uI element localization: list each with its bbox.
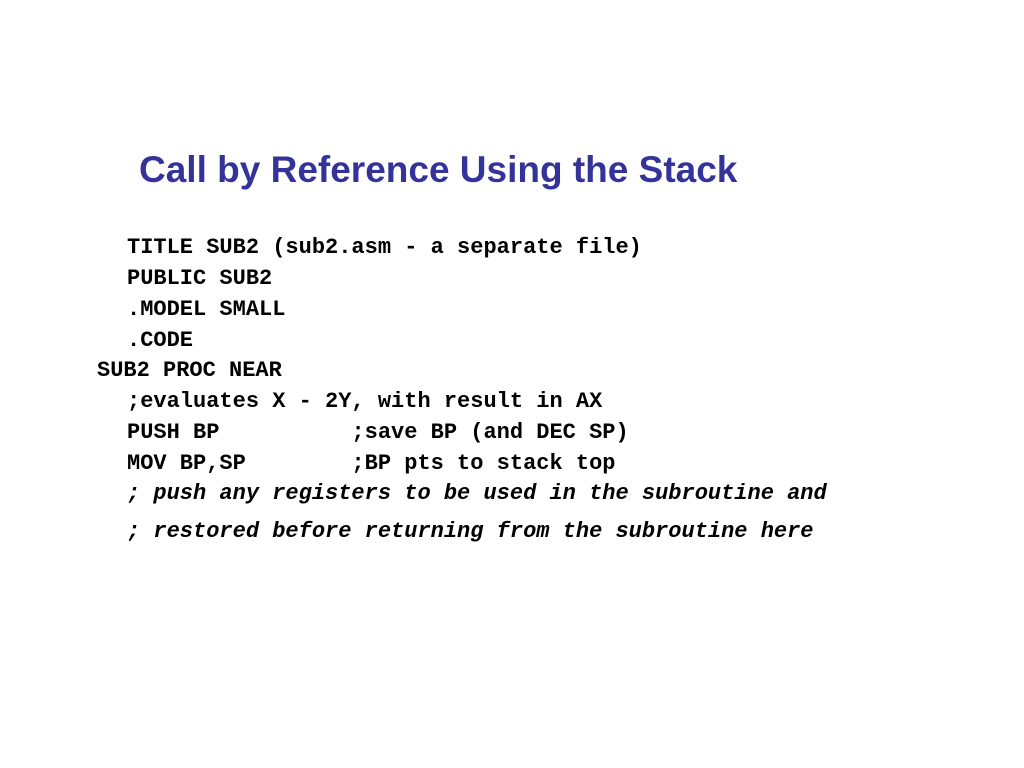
code-line-mov-bp-sp: MOV BP,SP ;BP pts to stack top	[127, 451, 616, 476]
slide-title: Call by Reference Using the Stack	[139, 149, 738, 190]
code-line-public: PUBLIC SUB2	[127, 266, 273, 291]
code-line-comment-evaluates: ;evaluates X - 2Y, with result in AX	[127, 389, 603, 414]
code-line-code: .CODE	[127, 328, 194, 353]
code-line-title: TITLE SUB2 (sub2.asm - a separate file)	[127, 235, 642, 260]
code-line-model: .MODEL SMALL	[127, 297, 286, 322]
code-line-comment-push-registers: ; push any registers to be used in the s…	[127, 481, 827, 506]
code-line-comment-restored: ; restored before returning from the sub…	[127, 519, 814, 544]
code-line-proc: SUB2 PROC NEAR	[97, 358, 282, 383]
code-line-push-bp: PUSH BP ;save BP (and DEC SP)	[127, 420, 629, 445]
